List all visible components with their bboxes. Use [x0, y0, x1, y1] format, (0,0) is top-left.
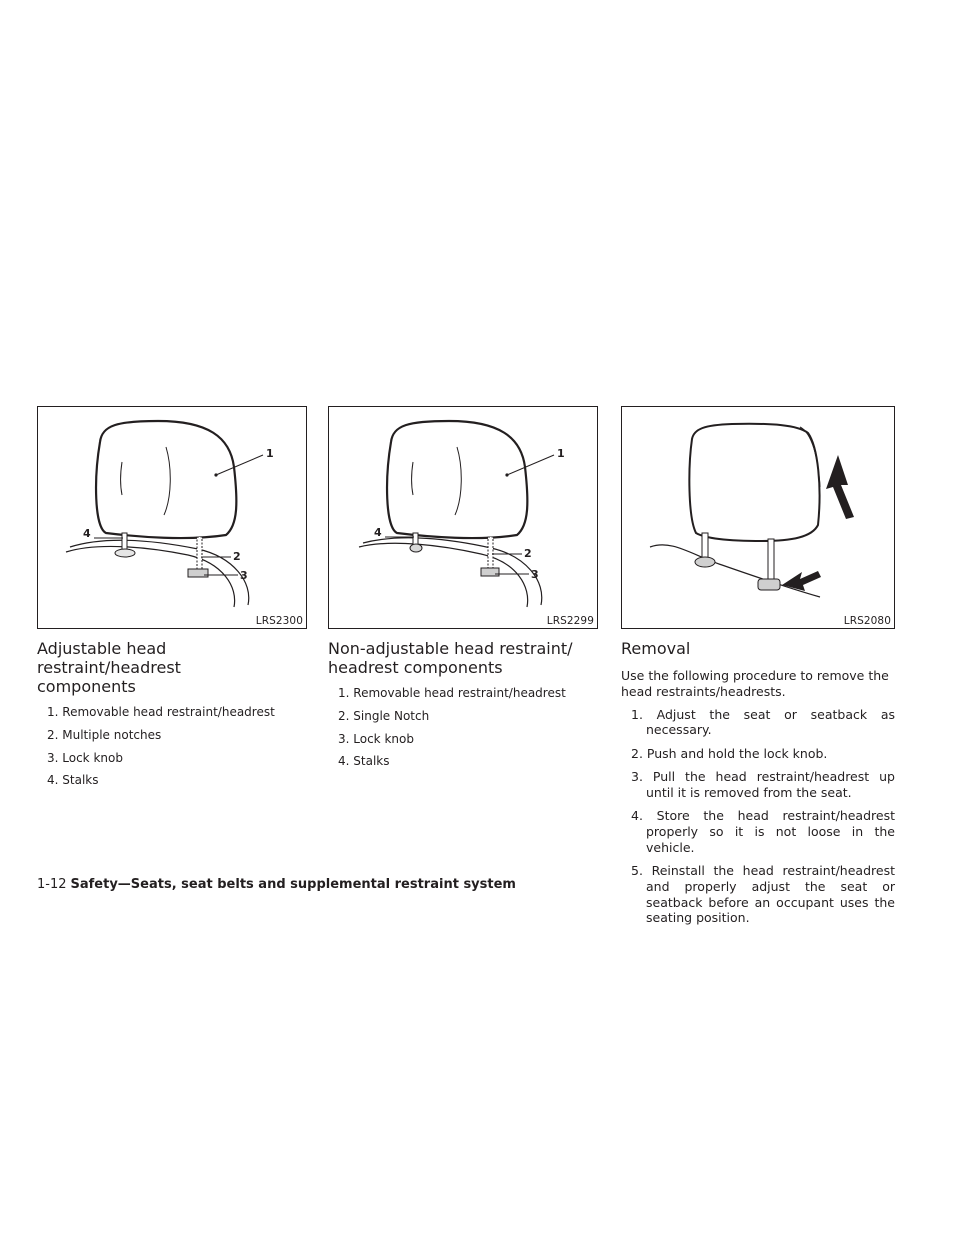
section-heading: Adjustable head restraint/headrest compo…	[37, 639, 307, 696]
headrest-removal-diagram	[649, 422, 854, 598]
column-adjustable: 1 2 3 4 LRS2300 Adjustable head restrain…	[37, 406, 307, 796]
up-arrow-icon	[826, 455, 854, 519]
component-list: 1. Removable head restraint/headrest 2. …	[328, 686, 598, 769]
section-title: Safety—Seats, seat belts and supplementa…	[70, 877, 516, 892]
push-arrow-icon	[782, 571, 821, 591]
heading-line-1: Non-adjustable head restraint/	[328, 639, 573, 658]
list-item: 1. Removable head restraint/headrest	[47, 705, 275, 719]
headrest-diagram-adjustable: 1 2 3 4	[65, 419, 274, 608]
removal-steps: 1. Adjust the seat or seatback as necess…	[621, 707, 895, 927]
callout-1: 1	[557, 447, 565, 460]
callout-3: 3	[240, 569, 248, 582]
list-item: 3. Lock knob	[338, 731, 414, 746]
column-non-adjustable: 1 2 3 4 LRS2299 Non-adjustable head rest…	[328, 406, 598, 777]
figure-removal: LRS2080	[621, 406, 895, 629]
heading-line-1: Adjustable head restraint/headrest	[37, 639, 181, 677]
list-item: 2. Single Notch	[338, 708, 430, 723]
list-item: 4. Stalks	[47, 773, 99, 788]
list-item: 4. Stalks	[338, 754, 390, 769]
figure-code: LRS2080	[843, 615, 891, 627]
callout-4: 4	[374, 526, 382, 539]
intro-paragraph: Use the following procedure to remove th…	[621, 668, 889, 699]
component-list: 1. Removable head restraint/headrest 2. …	[37, 705, 307, 788]
list-item: 2. Push and hold the lock knob.	[631, 745, 828, 761]
list-item: 1. Removable head restraint/headrest	[338, 686, 566, 700]
headrest-diagram-non-adjustable: 1 2 3 4	[358, 419, 565, 608]
callout-1: 1	[266, 447, 274, 460]
callout-3: 3	[531, 568, 539, 581]
figure-code: LRS2299	[546, 615, 594, 627]
column-removal: LRS2080 Removal Use the following proced…	[621, 406, 895, 934]
page-number: 1-12	[37, 877, 67, 892]
list-item: 1. Adjust the seat or seatback as necess…	[631, 706, 895, 738]
list-item: 3. Pull the head restraint/headrest up u…	[631, 768, 895, 800]
heading-line-2: components	[37, 677, 136, 696]
section-heading: Removal	[621, 639, 691, 658]
list-item: 3. Lock knob	[47, 750, 123, 765]
callout-2: 2	[524, 547, 532, 560]
list-item: 2. Multiple notches	[47, 727, 162, 742]
figure-adjustable-headrest: 1 2 3 4 LRS2300	[37, 406, 307, 629]
callout-2: 2	[233, 550, 241, 563]
heading-line-2: headrest components	[328, 658, 503, 677]
list-item: 5. Reinstall the head restraint/headrest…	[631, 862, 895, 926]
figure-non-adjustable-headrest: 1 2 3 4 LRS2299	[328, 406, 598, 629]
figure-code: LRS2300	[255, 615, 303, 627]
list-item: 4. Store the head restraint/headrest pro…	[631, 808, 895, 855]
callout-4: 4	[83, 527, 91, 540]
section-heading: Non-adjustable head restraint/ headrest …	[328, 639, 598, 677]
